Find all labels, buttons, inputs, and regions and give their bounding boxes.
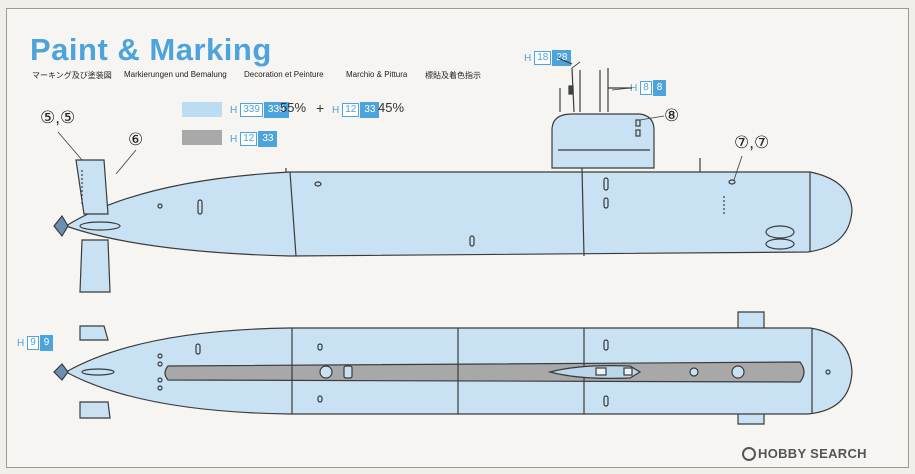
lower-rudder — [79, 239, 111, 293]
h-label: H — [630, 82, 638, 94]
code-box: 12 — [342, 103, 360, 117]
upper-rudder — [75, 159, 109, 215]
code-box: 339 — [240, 103, 263, 117]
paint-code-h339: H 339 339 — [230, 102, 289, 118]
code-fill: 33 — [258, 131, 278, 147]
paint-code-h12-gray: H 12 33 — [230, 131, 278, 147]
lang-italian: Marchio & Pittura — [346, 70, 408, 79]
code-fill: 339 — [263, 102, 289, 118]
h-label: H — [17, 337, 25, 349]
h-label: H — [524, 52, 532, 64]
code-fill: 8 — [652, 80, 667, 96]
deck-stripe — [164, 361, 805, 383]
stern-plane-upper — [79, 325, 109, 341]
mix-ratio-b: 45% — [378, 100, 405, 115]
lang-french: Decoration et Peinture — [244, 70, 324, 79]
h-label: H — [230, 104, 238, 116]
code-box: 9 — [27, 336, 39, 350]
sail — [551, 113, 655, 169]
masts — [557, 57, 632, 113]
page-title: Paint & Marking — [30, 32, 272, 67]
h-label: H — [332, 104, 340, 116]
stern-plane-lower — [79, 401, 111, 419]
code-box: 12 — [240, 132, 258, 146]
gray-swatch — [182, 130, 222, 145]
callout-decal-5: ⑤,⑤ — [40, 108, 76, 127]
side-view — [53, 57, 853, 293]
code-box: 18 — [534, 51, 552, 65]
lang-chinese: 標貼及着色指示 — [425, 71, 481, 80]
hobby-search-logo-icon — [742, 447, 756, 461]
callout-decal-8: ⑧ — [664, 106, 680, 125]
side-hull — [64, 171, 853, 257]
code-fill: 9 — [39, 335, 54, 351]
code-fill: 33 — [360, 102, 380, 118]
hobby-search-watermark: HOBBY SEARCH — [742, 446, 867, 461]
callout-decal-6: ⑥ — [128, 130, 144, 149]
callout-leaders — [57, 61, 743, 181]
mix-ratio-a: 55% — [280, 100, 307, 115]
bow-plane-upper — [737, 311, 765, 331]
paint-code-h12: H 12 33 — [332, 102, 380, 118]
h-label: H — [230, 133, 238, 145]
rudder-paint-code: H 9 9 — [17, 335, 54, 351]
mast-paint-code-mid: H 8 8 — [630, 80, 667, 96]
propeller — [53, 214, 69, 238]
watermark-text: HOBBY SEARCH — [758, 446, 867, 461]
lang-japanese: マーキング及び塗装図 — [32, 71, 112, 80]
light-blue-swatch — [182, 102, 222, 117]
mix-plus: + — [316, 100, 325, 116]
code-box: 8 — [640, 81, 652, 95]
lang-german: Markierungen und Bemalung — [124, 70, 227, 79]
callout-decal-7: ⑦,⑦ — [734, 133, 770, 152]
top-view — [53, 311, 853, 425]
